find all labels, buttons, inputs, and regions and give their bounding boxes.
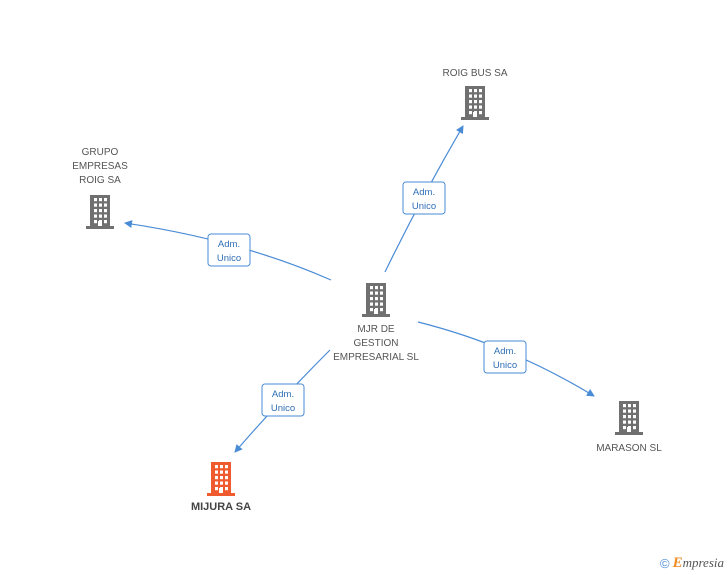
node-label: GRUPO	[82, 147, 119, 158]
copyright-symbol: ©	[659, 556, 670, 571]
building-icon	[86, 195, 114, 229]
edge-label[interactable]: Adm. Unico	[483, 340, 527, 374]
node-grupo[interactable]: GRUPO EMPRESAS ROIG SA	[72, 147, 128, 229]
edge-label[interactable]: Adm. Unico	[207, 233, 251, 267]
building-icon	[461, 86, 489, 120]
edge-label-text: Adm.	[218, 239, 240, 250]
node-label: MARASON SL	[596, 443, 662, 454]
building-icon	[207, 462, 235, 496]
node-label: EMPRESAS	[72, 161, 128, 172]
edge-label-text: Adm.	[413, 187, 435, 198]
edge-label-text: Unico	[412, 201, 436, 212]
node-label: MJR DE	[357, 324, 395, 335]
node-label: ROIG SA	[79, 175, 121, 186]
edge-label-text: Adm.	[494, 346, 516, 357]
edge-label-text: Unico	[493, 360, 517, 371]
edge-label[interactable]: Adm. Unico	[402, 181, 446, 215]
node-label: GESTION	[353, 338, 398, 349]
edge-label-text: Unico	[217, 253, 241, 264]
brand-logo-initial: E	[672, 555, 683, 571]
node-label: MIJURA SA	[191, 501, 251, 513]
edge-label-box	[483, 340, 527, 374]
edge-label-box	[402, 181, 446, 215]
edge-label-text: Unico	[271, 403, 295, 414]
edge-label-box	[261, 383, 305, 417]
brand-logo-text: mpresia	[682, 555, 724, 570]
node-label: ROIG BUS SA	[442, 68, 507, 79]
building-icon	[615, 401, 643, 435]
building-icon	[362, 283, 390, 317]
edge-label-text: Adm.	[272, 389, 294, 400]
edge-label-box	[207, 233, 251, 267]
node-label: EMPRESARIAL SL	[333, 352, 419, 363]
node-marason[interactable]: MARASON SL	[596, 401, 662, 454]
node-roigbus[interactable]: ROIG BUS SA	[442, 68, 508, 120]
edge-label[interactable]: Adm. Unico	[261, 383, 305, 417]
footer-brand: © Empresia	[660, 555, 724, 572]
node-mjr[interactable]: MJR DE GESTION EMPRESARIAL SL	[333, 283, 419, 363]
node-mijura[interactable]: MIJURA SA	[191, 462, 251, 513]
